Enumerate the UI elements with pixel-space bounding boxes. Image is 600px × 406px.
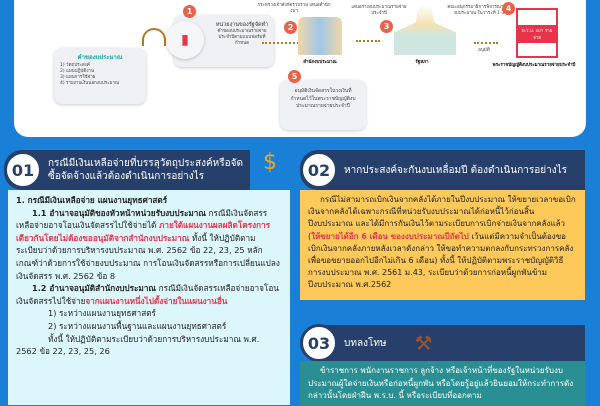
flow-arrow [474, 42, 498, 44]
section-03-title: บทลงโทษ [344, 337, 387, 349]
section-01-title: กรณีมีเงินเหลือจ่ายที่บรรลุวัตถุประสงค์ห… [48, 158, 243, 182]
request-items: 1) วัตถุประสงค์ 2) แผนปฏิบัติงาน 3) แผนก… [54, 62, 146, 88]
section-02-highlight: ให้ขยายได้อีก 6 เดือน ของงบประมาณปีถัดไป [311, 231, 469, 241]
money-bag-icon: $ [263, 150, 277, 175]
step-5-badge: 5 [288, 70, 301, 83]
budget-process-flow: คำของบประมาณ 1) วัตถุประสงค์ 2) แผนปฏิบั… [14, 0, 586, 137]
section-02-text-cont: เว้นแต่มีความจำเป็นต้องขอเบิกเงินจากคลัง… [308, 231, 574, 290]
section-01-number: 01 [4, 151, 42, 189]
flow-arrow [262, 42, 302, 44]
step-4-badge: 4 [502, 2, 515, 15]
section-02-content: กรณีไม่สามารถเบิกเงินจากคลังได้ภายในปีงบ… [300, 190, 585, 300]
gavel-icon: ⚒ [414, 331, 433, 355]
request-item: 1) วัตถุประสงค์ [60, 63, 90, 68]
list-item: 2) ระหว่างแผนงานพื้นฐานและแผนงานยุทธศาสต… [48, 320, 227, 331]
budget-bureau-building-icon [298, 17, 342, 55]
approve-label: อนุมัติ [478, 48, 490, 53]
case-1-2-reference: ทั้งนี้ ให้ปฏิบัติตามระเบียบว่าด้วยการบร… [16, 333, 260, 357]
request-title: คำของบประมาณ [77, 54, 123, 61]
step-4-label: พระราชบัญญัติงบประมาณรายจ่ายประจำปี [492, 63, 576, 68]
step-1-box: ▮ หน่วยงานของรัฐจัดทำ คำของบประมาณรายจ่า… [166, 15, 274, 67]
section-03-content: ข้าราชการ พนักงานราชการ ลูกจ้าง หรือเจ้า… [300, 361, 585, 406]
case-1-1-text: กรณีมีเงินจัดสรรเหลือจ่ายอาจโอนเงินจัดสร… [16, 207, 268, 231]
step-5-box: อนุมัติเงินจัดสรรในวงเงินที่กำหนดไว้ในพร… [280, 80, 366, 130]
request-item: 3) แผนการใช้จ่าย [60, 75, 96, 80]
section-02-text: กรณีไม่สามารถเบิกเงินจากคลังได้ภายในปีงบ… [308, 195, 576, 241]
case-heading: 1. กรณีมีเงินเหลือจ่าย แผนงานยุทธศาสตร์ [16, 195, 168, 205]
chart-icon: ▮ [166, 21, 204, 59]
section-03-header: 03 บทลงโทษ ⚒ [300, 324, 585, 362]
case-1-1-highlight: ภายใต้แผนงานผลผลิตโครงการเดียวกันโดยไม่ต… [16, 220, 271, 243]
step-1-title: หน่วยงานของรัฐจัดทำ [215, 22, 269, 28]
section-03-number: 03 [300, 324, 338, 362]
step-3-badge: 3 [380, 20, 393, 33]
section-01-content: 1. กรณีมีเงินเหลือจ่าย แผนงานยุทธศาสตร์ … [8, 190, 290, 405]
section-02-number: 02 [300, 151, 338, 189]
section-03-text: ข้าราชการ พนักงานราชการ ลูกจ้าง หรือเจ้า… [308, 366, 574, 400]
case-1-1-reference: ทั้งนี้ ให้ปฏิบัติตามระเบียบว่าด้วยการบร… [16, 232, 280, 281]
step-2-note: กระทรวงเจ้าสังกัดรวบรวม เสนอสำนักงบฯ [257, 3, 331, 14]
request-item: 4) รายงานเงินนอกงบประมาณ [60, 81, 120, 86]
case-1-2-heading: 1.2 อำนาจอนุมัติสำนักงบประมาณ [32, 283, 157, 294]
budget-request-box: คำของบประมาณ 1) วัตถุประสงค์ 2) แผนปฏิบั… [54, 48, 146, 104]
step-3-label: รัฐสภา [415, 60, 429, 65]
budget-act-book-icon: พ.ร.บ. งบฯ รายจ่าย [516, 8, 558, 58]
step-4-note: คณะอนุกรรมาธิการพิจารณาร่างงบประมาณ ในวา… [447, 5, 511, 16]
book-title: พ.ร.บ. งบฯ รายจ่าย [518, 25, 556, 43]
curved-arrow-icon [142, 28, 166, 46]
section-02-title: หากประสงค์จะกันงบเหลื่อมปี ต้องดำเนินการ… [344, 164, 568, 176]
step-2-label: สำนักงบประมาณ [303, 60, 337, 65]
section-02-header: 02 หากประสงค์จะกันงบเหลื่อมปี ต้องดำเนิน… [300, 150, 585, 190]
step-3-note: เสนอร่างงบประมาณรายจ่ายประจำปี [351, 5, 407, 16]
step-1-desc: คำของบประมาณรายจ่ายประจำปีตามแบบฟอร์มที่… [217, 29, 267, 46]
section-01-header: 01 กรณีมีเงินเหลือจ่ายที่บรรลุวัตถุประสง… [4, 150, 250, 190]
case-1-1-heading: 1.1 อำนาจอนุมัติของหัวหน้าหน่วยรับงบประม… [32, 207, 206, 218]
flow-arrow [356, 40, 380, 42]
case-1-2-highlight: จากแผนงานหนึ่งไปตั้งจ่ายในแผนงานอื่น [85, 295, 228, 306]
step-2-badge: 2 [284, 21, 297, 34]
request-item: 2) แผนปฏิบัติงาน [60, 69, 95, 74]
case-1-2-text: กรณีมีเงินจัดสรรเหลือจ่ายอาจโอนเงินจัดสร… [16, 283, 279, 306]
list-item: 1) ระหว่างแผนงานยุทธศาสตร์ [48, 308, 156, 319]
step-5-desc: อนุมัติเงินจัดสรรในวงเงินที่กำหนดไว้ในพร… [290, 88, 356, 109]
step-1-badge: 1 [183, 5, 196, 18]
